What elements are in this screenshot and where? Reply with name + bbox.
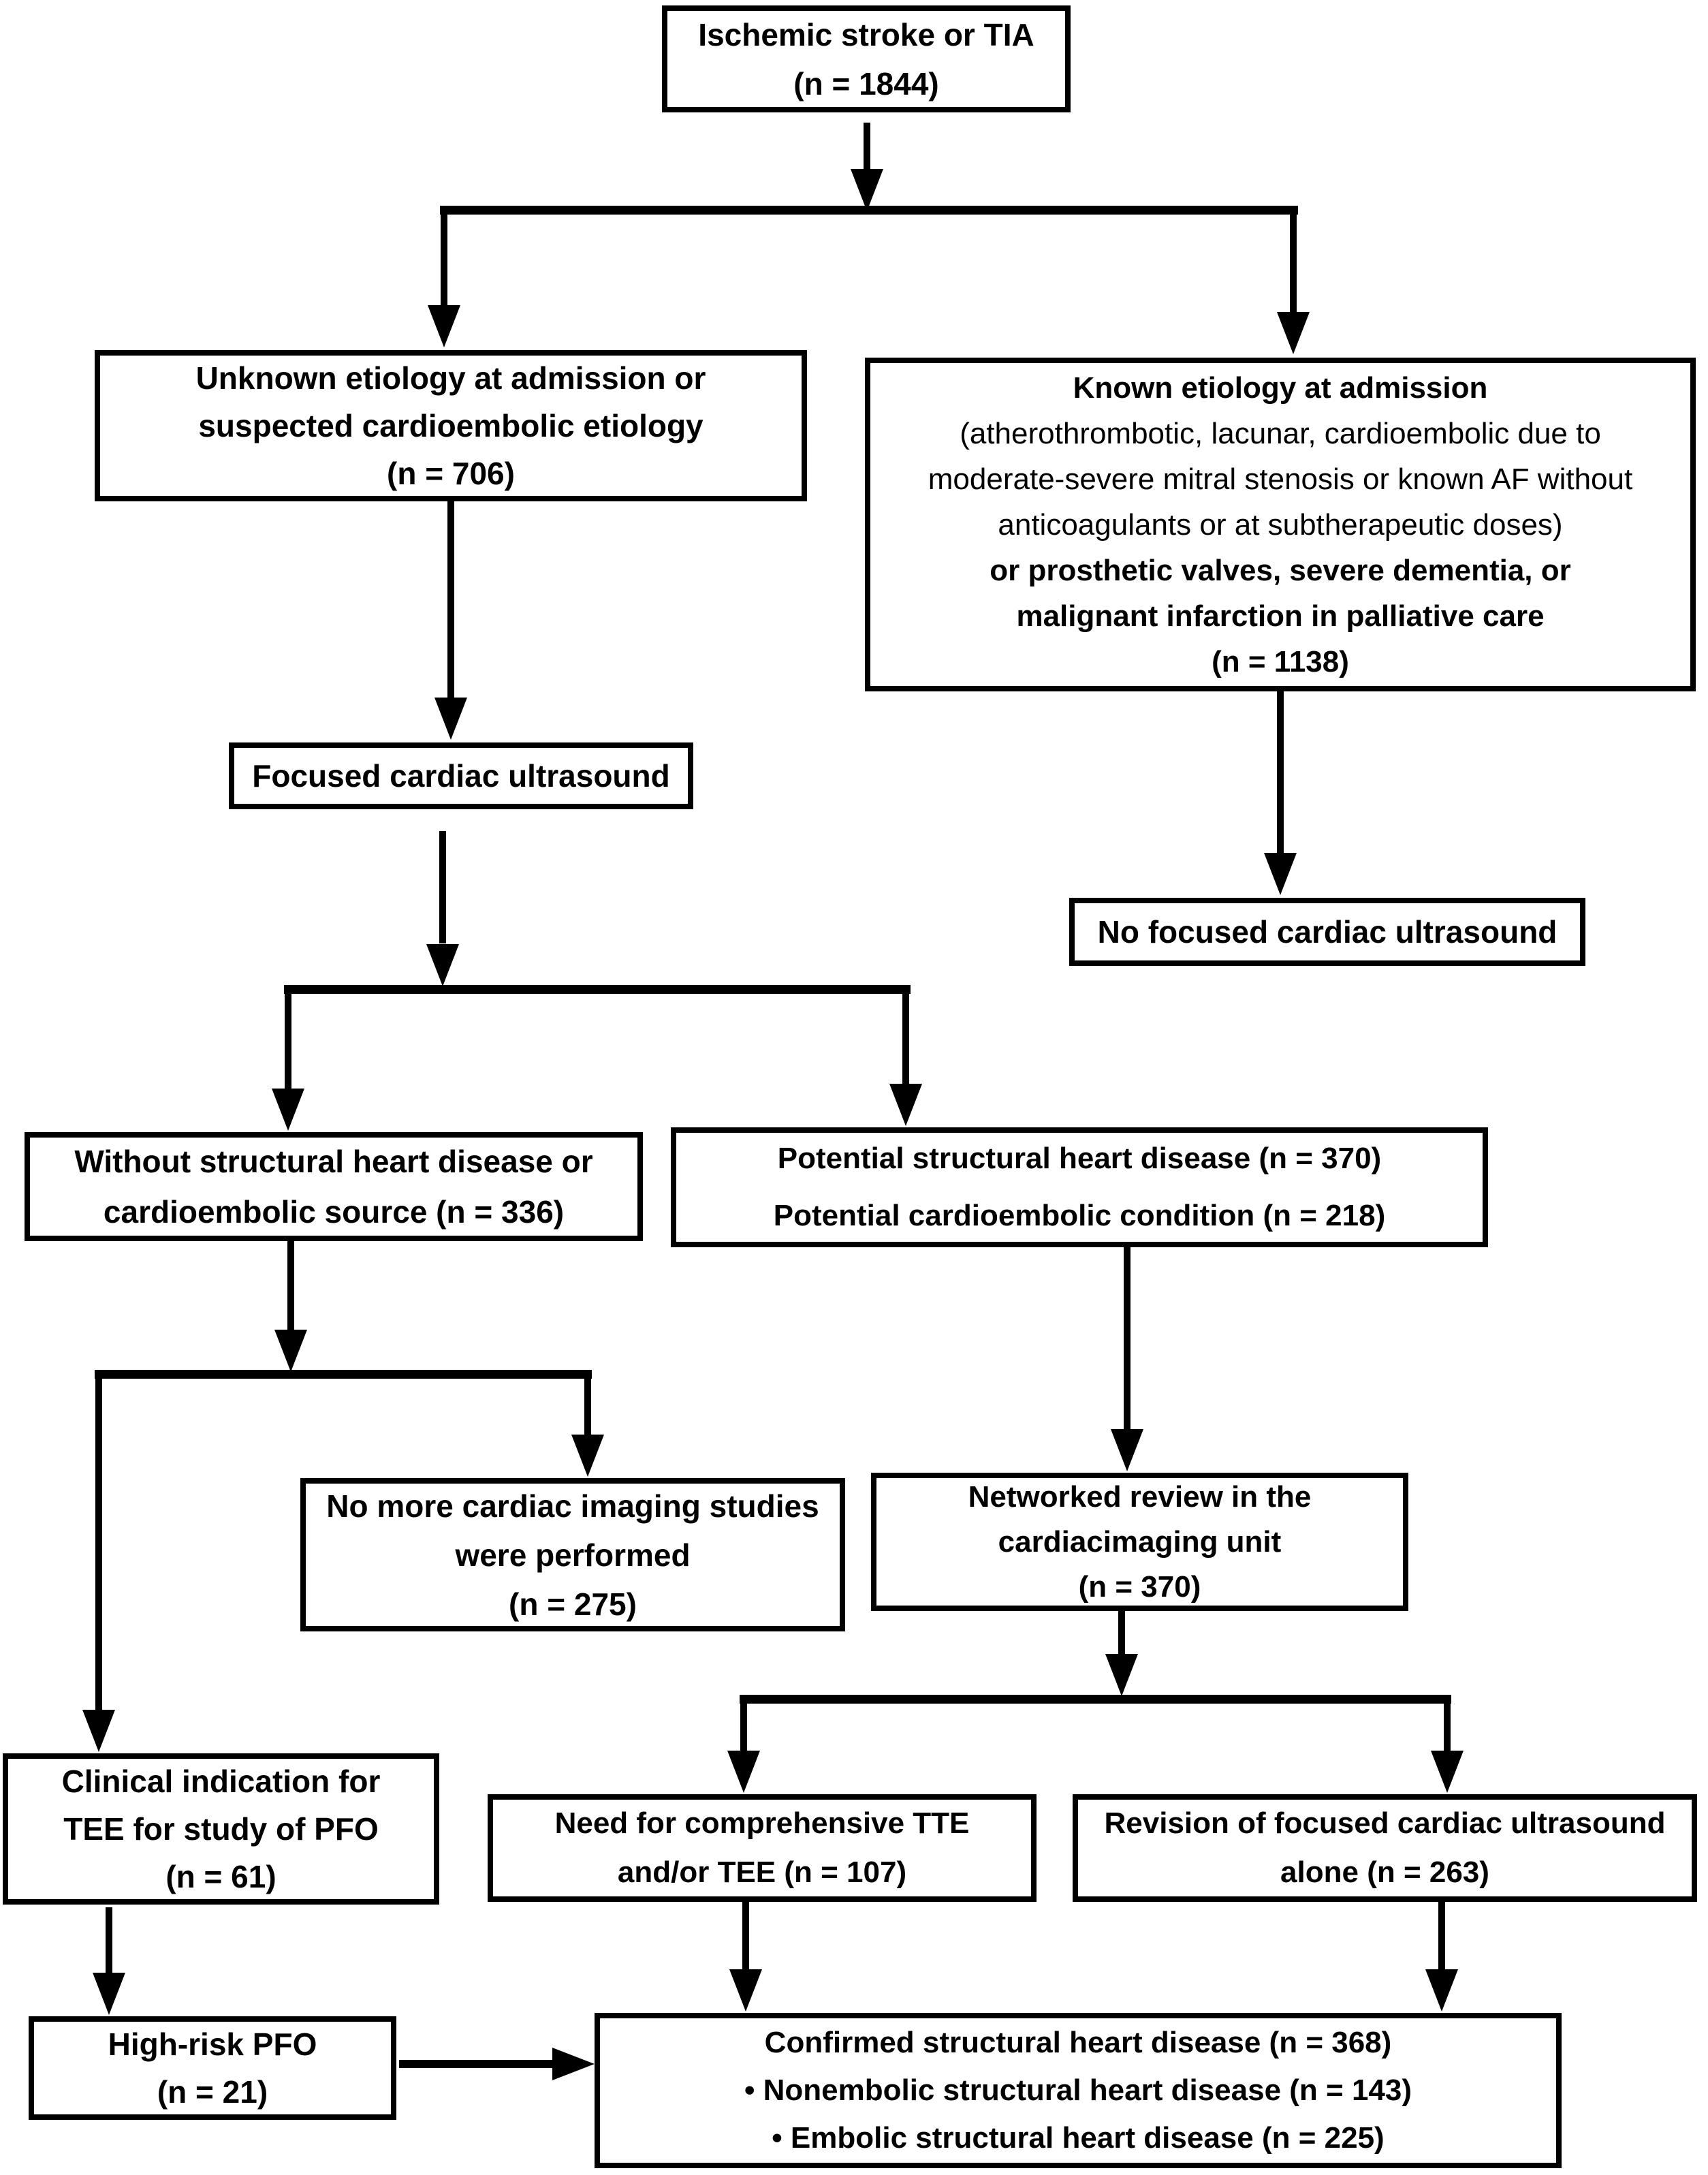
arrowhead-to-need-tte bbox=[727, 1751, 760, 1793]
connector-split2-right-shaft bbox=[902, 985, 909, 1087]
arrowhead-to-revision-focused bbox=[1431, 1751, 1464, 1793]
node-line: No more cardiac imaging studies bbox=[326, 1488, 819, 1524]
node-no-focused-ultrasound: No focused cardiac ultrasound bbox=[1069, 898, 1585, 966]
arrowhead-withoutshd-split bbox=[274, 1330, 307, 1372]
arrowhead-revision-confirmed bbox=[1425, 1969, 1458, 2012]
node-line: Ischemic stroke or TIA bbox=[698, 16, 1034, 52]
arrowhead-networked-split bbox=[1105, 1654, 1138, 1696]
arrowhead-focused-split bbox=[426, 944, 459, 986]
node-ischemic-stroke: Ischemic stroke or TIA (n = 1844) bbox=[662, 5, 1071, 112]
node-line: alone (n = 263) bbox=[1280, 1856, 1489, 1889]
node-focused-ultrasound: Focused cardiac ultrasound bbox=[229, 742, 693, 809]
arrowhead-pfo-confirmed bbox=[552, 2048, 595, 2080]
node-line: High-risk PFO bbox=[108, 2027, 317, 2062]
node-line: Known etiology at admission bbox=[1073, 371, 1488, 405]
node-line: suspected cardioembolic etiology bbox=[198, 408, 703, 443]
node-line: Potential cardioembolic condition (n = 2… bbox=[773, 1199, 1386, 1232]
node-networked-review: Networked review in the cardiacimaging u… bbox=[871, 1473, 1408, 1611]
connector-split3-horizontal bbox=[95, 1370, 592, 1379]
connector-revision-to-confirmed bbox=[1438, 1902, 1445, 1973]
node-line: Networked review in the bbox=[968, 1480, 1312, 1514]
connector-needtte-to-confirmed bbox=[742, 1902, 749, 1973]
connector-split2-left-shaft bbox=[285, 985, 291, 1091]
node-line: moderate-severe mitral stenosis or known… bbox=[928, 462, 1633, 496]
connector-known-to-nofocused bbox=[1277, 691, 1284, 855]
node-line: (n = 370) bbox=[1078, 1569, 1201, 1603]
node-line: Focused cardiac ultrasound bbox=[252, 758, 670, 794]
arrowhead-to-without-shd bbox=[272, 1089, 304, 1131]
connector-split3-left-shaft bbox=[95, 1370, 102, 1714]
node-line: Need for comprehensive TTE bbox=[554, 1806, 970, 1840]
node-confirmed-shd: Confirmed structural heart disease (n = … bbox=[595, 2013, 1562, 2168]
connector-withoutshd-shaft bbox=[287, 1241, 294, 1333]
connector-focused-shaft bbox=[439, 831, 446, 943]
connector-split4-left-shaft bbox=[740, 1695, 747, 1756]
node-line: Potential structural heart disease (n = … bbox=[777, 1142, 1382, 1175]
node-revision-focused: Revision of focused cardiac ultrasound a… bbox=[1073, 1794, 1697, 1902]
node-no-more-imaging: No more cardiac imaging studies were per… bbox=[300, 1478, 845, 1631]
node-line: Without structural heart disease or bbox=[74, 1144, 593, 1179]
arrowhead-to-focused-ultrasound bbox=[434, 698, 467, 740]
arrowhead-to-high-risk-pfo bbox=[93, 1973, 125, 2015]
connector-split4-right-shaft bbox=[1444, 1695, 1451, 1756]
node-line: and/or TEE (n = 107) bbox=[617, 1856, 907, 1889]
node-clinical-indication-tee: Clinical indication for TEE for study of… bbox=[3, 1753, 439, 1905]
node-line: cardiacimaging unit bbox=[998, 1524, 1282, 1559]
node-known-etiology: Known etiology at admission (atherothrom… bbox=[865, 358, 1696, 691]
node-line: were performed bbox=[455, 1537, 691, 1573]
connector-potential-to-networked bbox=[1124, 1245, 1130, 1432]
node-line: (n = 1138) bbox=[1212, 644, 1349, 678]
connector-clinical-to-pfo bbox=[106, 1907, 112, 1975]
node-without-shd: Without structural heart disease or card… bbox=[25, 1132, 643, 1241]
node-line: (n = 275) bbox=[509, 1586, 637, 1622]
node-unknown-etiology: Unknown etiology at admission or suspect… bbox=[95, 350, 807, 501]
arrowhead-to-networked-review bbox=[1111, 1429, 1143, 1471]
node-line: (n = 706) bbox=[387, 456, 515, 491]
node-line: (n = 61) bbox=[165, 1859, 276, 1894]
node-line: cardioembolic source (n = 336) bbox=[103, 1194, 565, 1230]
connector-pfo-to-confirmed bbox=[399, 2060, 556, 2068]
node-potential-shd: Potential structural heart disease (n = … bbox=[671, 1127, 1488, 1247]
node-need-tte-tee: Need for comprehensive TTE and/or TEE (n… bbox=[488, 1794, 1037, 1902]
arrowhead-top-split bbox=[851, 169, 883, 211]
node-line: malignant infarction in palliative care bbox=[1016, 599, 1545, 633]
node-line: Confirmed structural heart disease (n = … bbox=[764, 2026, 1392, 2059]
node-line: Revision of focused cardiac ultrasound bbox=[1104, 1806, 1666, 1840]
connector-top-shaft bbox=[864, 123, 870, 170]
node-line: TEE for study of PFO bbox=[63, 1811, 379, 1847]
arrowhead-needtte-confirmed bbox=[729, 1969, 762, 2012]
node-line: (atherothrombotic, lacunar, cardioemboli… bbox=[960, 416, 1601, 450]
node-high-risk-pfo: High-risk PFO (n = 21) bbox=[29, 2016, 396, 2120]
connector-split1-horizontal bbox=[440, 206, 1298, 215]
node-line: or prosthetic valves, severe dementia, o… bbox=[990, 553, 1571, 587]
arrowhead-to-no-focused-ultrasound bbox=[1264, 853, 1297, 895]
node-line: Unknown etiology at admission or bbox=[195, 360, 706, 396]
node-line: • Embolic structural heart disease (n = … bbox=[772, 2121, 1385, 2155]
connector-split4-horizontal bbox=[740, 1695, 1451, 1704]
arrowhead-to-potential-shd bbox=[889, 1084, 922, 1126]
arrowhead-to-clinical-indication bbox=[82, 1710, 115, 1752]
connector-networked-shaft bbox=[1118, 1611, 1125, 1655]
arrowhead-to-unknown-etiology bbox=[428, 305, 460, 347]
node-line: (n = 21) bbox=[157, 2074, 268, 2110]
connector-split3-right-shaft bbox=[584, 1370, 591, 1439]
connector-split1-left-shaft bbox=[441, 206, 447, 308]
node-line: • Nonembolic structural heart disease (n… bbox=[744, 2074, 1412, 2107]
arrowhead-to-no-more-imaging bbox=[571, 1435, 604, 1477]
connector-split2-horizontal bbox=[284, 985, 911, 994]
connector-split1-right-shaft bbox=[1290, 206, 1297, 313]
node-line: anticoagulants or at subtherapeutic dose… bbox=[998, 507, 1563, 542]
connector-unknown-to-focused bbox=[447, 501, 454, 699]
node-line: No focused cardiac ultrasound bbox=[1097, 914, 1557, 950]
node-line: Clinical indication for bbox=[61, 1764, 381, 1799]
arrowhead-to-known-etiology bbox=[1277, 312, 1310, 354]
node-line: (n = 1844) bbox=[793, 65, 939, 101]
